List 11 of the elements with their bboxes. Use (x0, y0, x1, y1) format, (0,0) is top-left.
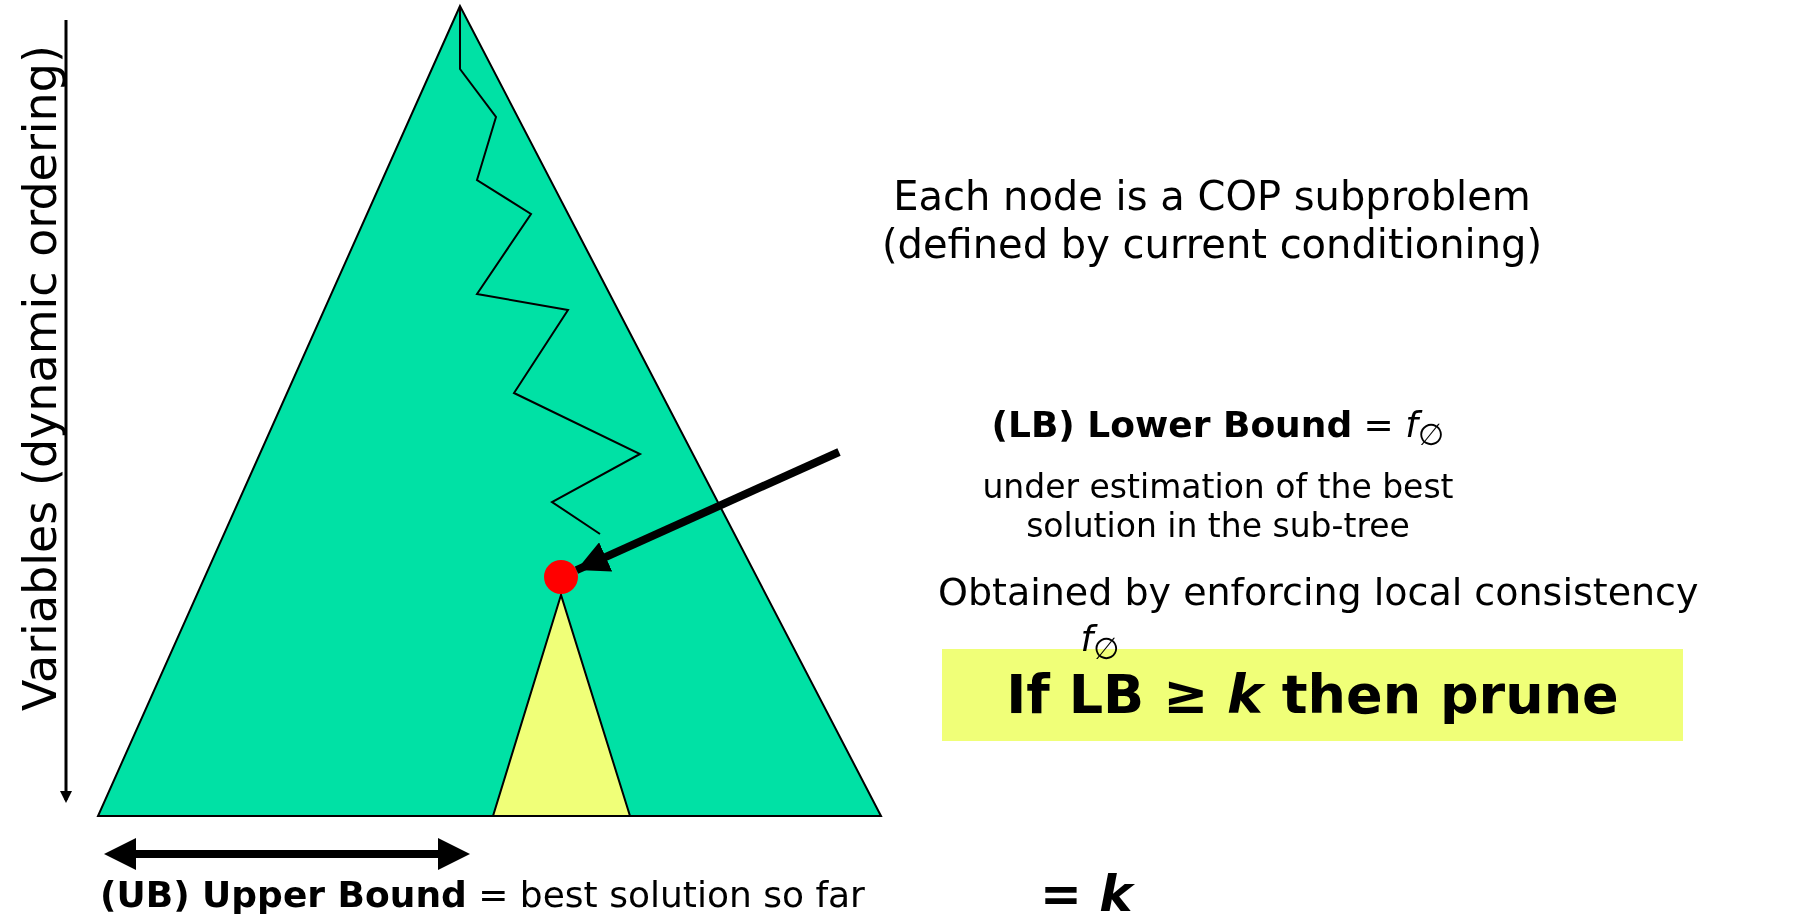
formula-text: = k (1040, 865, 1133, 921)
note-text: Obtained by enforcing local consistency (938, 570, 1699, 614)
axis-label: Variables (dynamic ordering) (12, 45, 67, 711)
arrow (574, 448, 841, 574)
search-tree-triangle (96, 3, 883, 817)
note-text: Each node is a COP subproblem (defined by current conditioning) (880, 172, 1544, 268)
subtree-triangle (491, 591, 632, 817)
upper-bound-text: (UB) Upper Bound = best solution so far (100, 873, 865, 915)
lower-bound-text: (LB) Lower Bound = f$_{∅}$ (991, 404, 1445, 453)
node-dot (544, 560, 578, 594)
note-text: under estimation of the best solution in the sub-tree (981, 466, 1455, 546)
